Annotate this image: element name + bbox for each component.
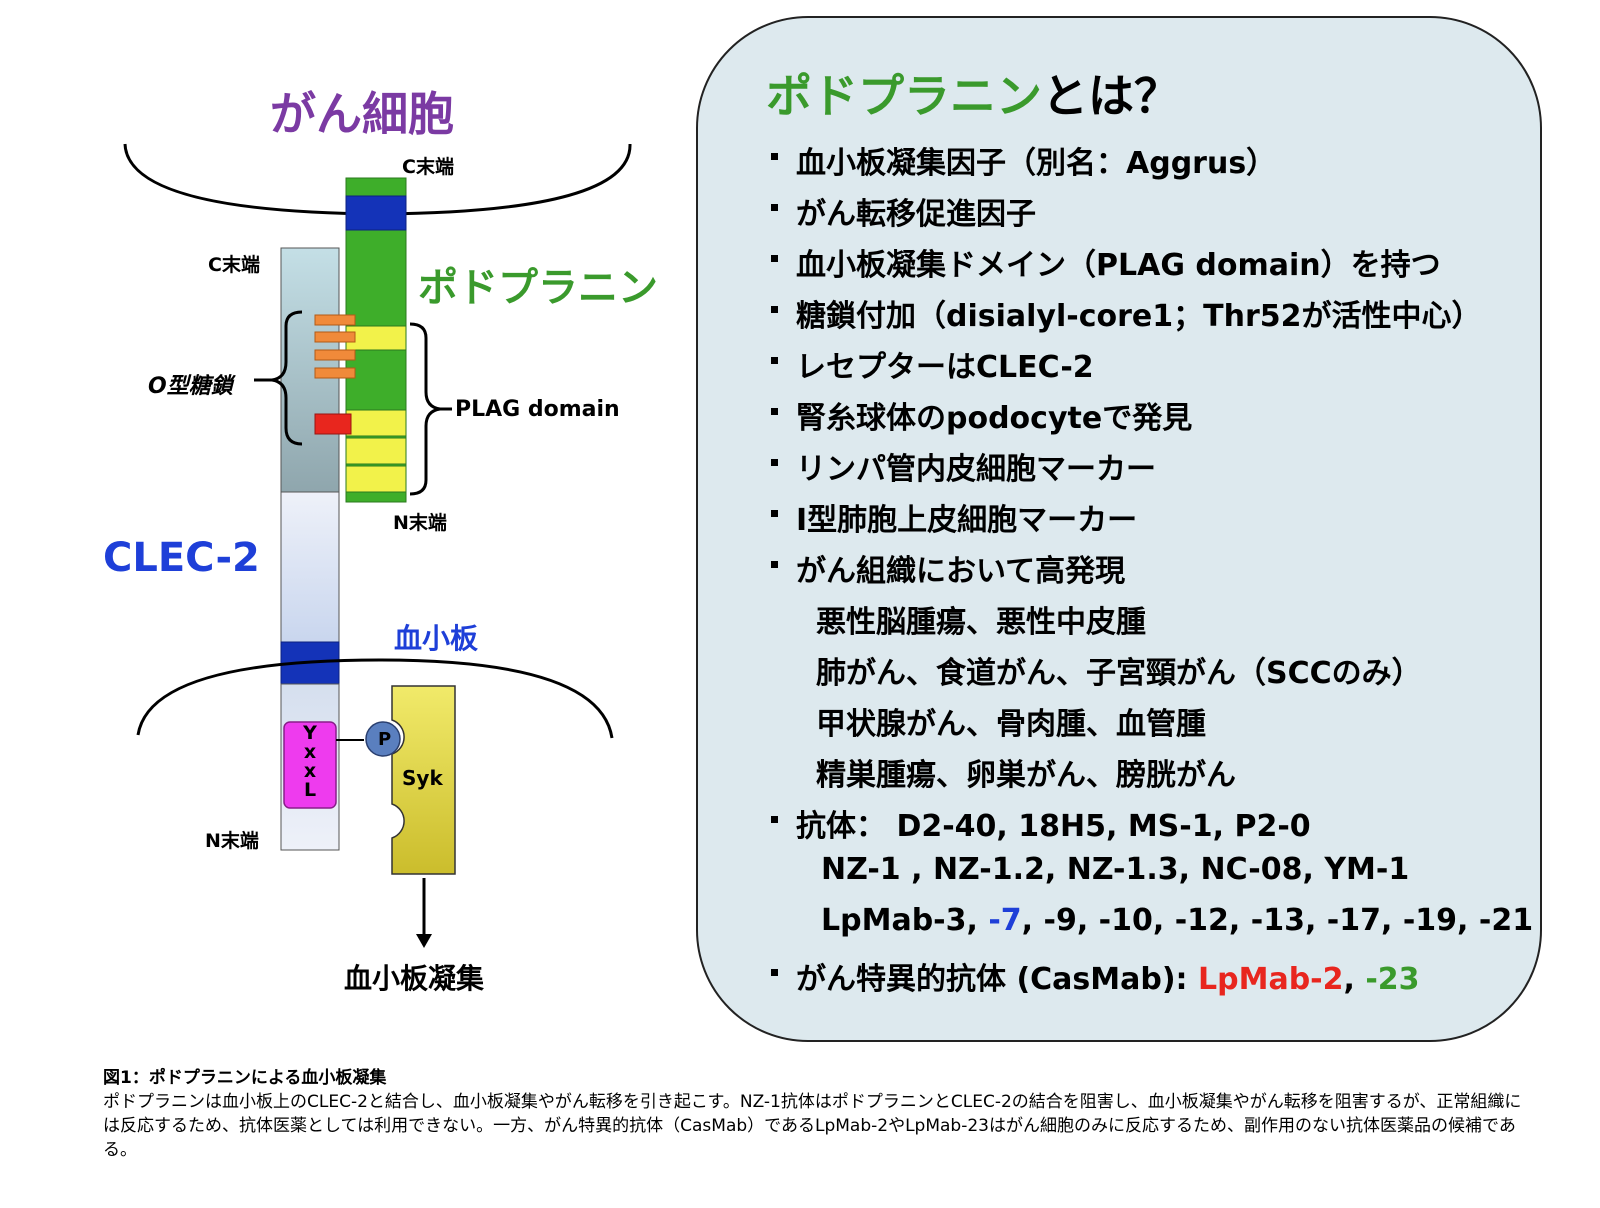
bullet [771, 306, 778, 313]
panel-title-green: ポドプラニン [766, 69, 1042, 123]
bullet [771, 357, 778, 364]
sub-list-item: 甲状腺がん、骨肉腫、血管腫 [816, 707, 1206, 742]
bullet [771, 561, 778, 568]
antibody-line-3: LpMab-3, -7, -9, -10, -12, -13, -17, -19… [821, 903, 1533, 938]
sub-list-item: 肺がん、食道がん、子宮頸がん（SCCのみ） [816, 656, 1422, 691]
bullet [771, 408, 778, 415]
bullet [771, 510, 778, 517]
list-item: I型肺胞上皮細胞マーカー [796, 503, 1138, 538]
antibody-line-2: NZ-1 , NZ-1.2, NZ-1.3, NC-08, YM-1 [821, 852, 1410, 887]
aggregation-arrowhead [416, 934, 432, 948]
casmab-lpmab23: -23 [1365, 962, 1420, 997]
plag-domain-bracket [409, 322, 441, 496]
caption-title: 図1：ポドプラニンによる血小板凝集 [103, 1068, 387, 1088]
bullet [771, 255, 778, 262]
list-item: がん組織において高発現 [796, 554, 1126, 589]
o-glycan-4 [314, 367, 356, 379]
plag-segment-2 [345, 409, 407, 437]
yxxl-letter: x [303, 741, 317, 763]
podoplanin-transmembrane [345, 195, 407, 231]
plag-segment-3 [345, 437, 407, 465]
syk-kinase [391, 685, 456, 875]
o-glycan-2 [314, 331, 356, 343]
podoplanin-clec2-diagram [123, 143, 632, 948]
phosphate-circle [365, 721, 401, 757]
list-item: リンパ管内皮細胞マーカー [796, 452, 1156, 487]
panel-title: ポドプラニンとは？ [766, 60, 1180, 126]
platelet-membrane [136, 658, 614, 739]
caption-body: ポドプラニンは血小板上のCLEC-2と結合し、血小板凝集やがん転移を引き起こす。… [103, 1092, 1522, 1160]
list-item: 血小板凝集因子（別名：Aggrus） [796, 146, 1277, 181]
bullet [771, 204, 778, 211]
n-terminus-clec2-label: N末端 [205, 830, 259, 852]
o-glycan-thr52 [314, 413, 352, 435]
platelet-aggregation-label: 血小板凝集 [344, 962, 485, 995]
sub-list-item: 悪性脳腫瘍、悪性中皮腫 [816, 605, 1146, 640]
o-glycan-label-text: O型糖鎖 [148, 374, 233, 399]
casmab-separator: , [1343, 962, 1366, 997]
list-item: 血小板凝集ドメイン（PLAG domain）を持つ [796, 248, 1441, 283]
o-glycan-3 [314, 349, 356, 361]
list-item: レセプターはCLEC-2 [796, 350, 1094, 385]
cancer-cell-label: がん細胞 [270, 87, 454, 141]
yxxl-motif [283, 721, 337, 809]
c-terminus-clec2-label: C末端 [208, 254, 260, 276]
syk-label: Syk [402, 766, 443, 790]
bullet [771, 816, 778, 823]
antibody-line-3b: , -9, -10, -12, -13, -17, -19, -21 [1021, 903, 1534, 938]
panel-title-rest: とは？ [1042, 69, 1180, 123]
platelet-label: 血小板 [394, 622, 479, 655]
casmab-prefix: がん特異的抗体 (CasMab): [796, 962, 1198, 997]
c-terminus-podoplanin-label: C末端 [402, 156, 454, 178]
plag-segment-4 [345, 465, 407, 493]
plag-domain-label: PLAG domain [455, 397, 620, 422]
casmab-lpmab2: LpMab-2 [1198, 962, 1344, 997]
info-panel [696, 16, 1542, 1042]
yxxl-letter: L [303, 779, 317, 801]
list-item: 糖鎖付加（disialyl-core1；Thr52が活性中心） [796, 299, 1482, 334]
antibody-line-1: 抗体： D2-40, 18H5, MS-1, P2-0 [796, 809, 1311, 844]
list-item: 腎糸球体のpodocyteで発見 [796, 401, 1193, 436]
o-glycan-1 [314, 314, 356, 326]
podoplanin-label: ポドプラニン [418, 265, 658, 311]
yxxl-letter: Y [303, 722, 317, 744]
clec2-label: CLEC-2 [103, 535, 260, 581]
o-glycan-label: O型糖鎖 [148, 368, 233, 400]
phosphate-label: P [378, 729, 392, 750]
bullet [771, 153, 778, 160]
antibody-lpmab7: -7 [988, 903, 1022, 938]
bullet [771, 969, 778, 976]
n-terminus-podoplanin-label: N末端 [393, 512, 447, 534]
figure-caption: 図1：ポドプラニンによる血小板凝集 ポドプラニンは血小板上のCLEC-2と結合し… [103, 1066, 1523, 1162]
clec2-extracellular-lower [280, 491, 340, 643]
yxxl-letter: x [303, 760, 317, 782]
antibody-line-3a: LpMab-3, [821, 903, 989, 938]
casmab-line: がん特異的抗体 (CasMab): LpMab-2, -23 [796, 954, 1420, 998]
sub-list-item: 精巣腫瘍、卵巣がん、膀胱がん [816, 758, 1236, 793]
list-item: がん転移促進因子 [796, 197, 1036, 232]
bullet [771, 459, 778, 466]
